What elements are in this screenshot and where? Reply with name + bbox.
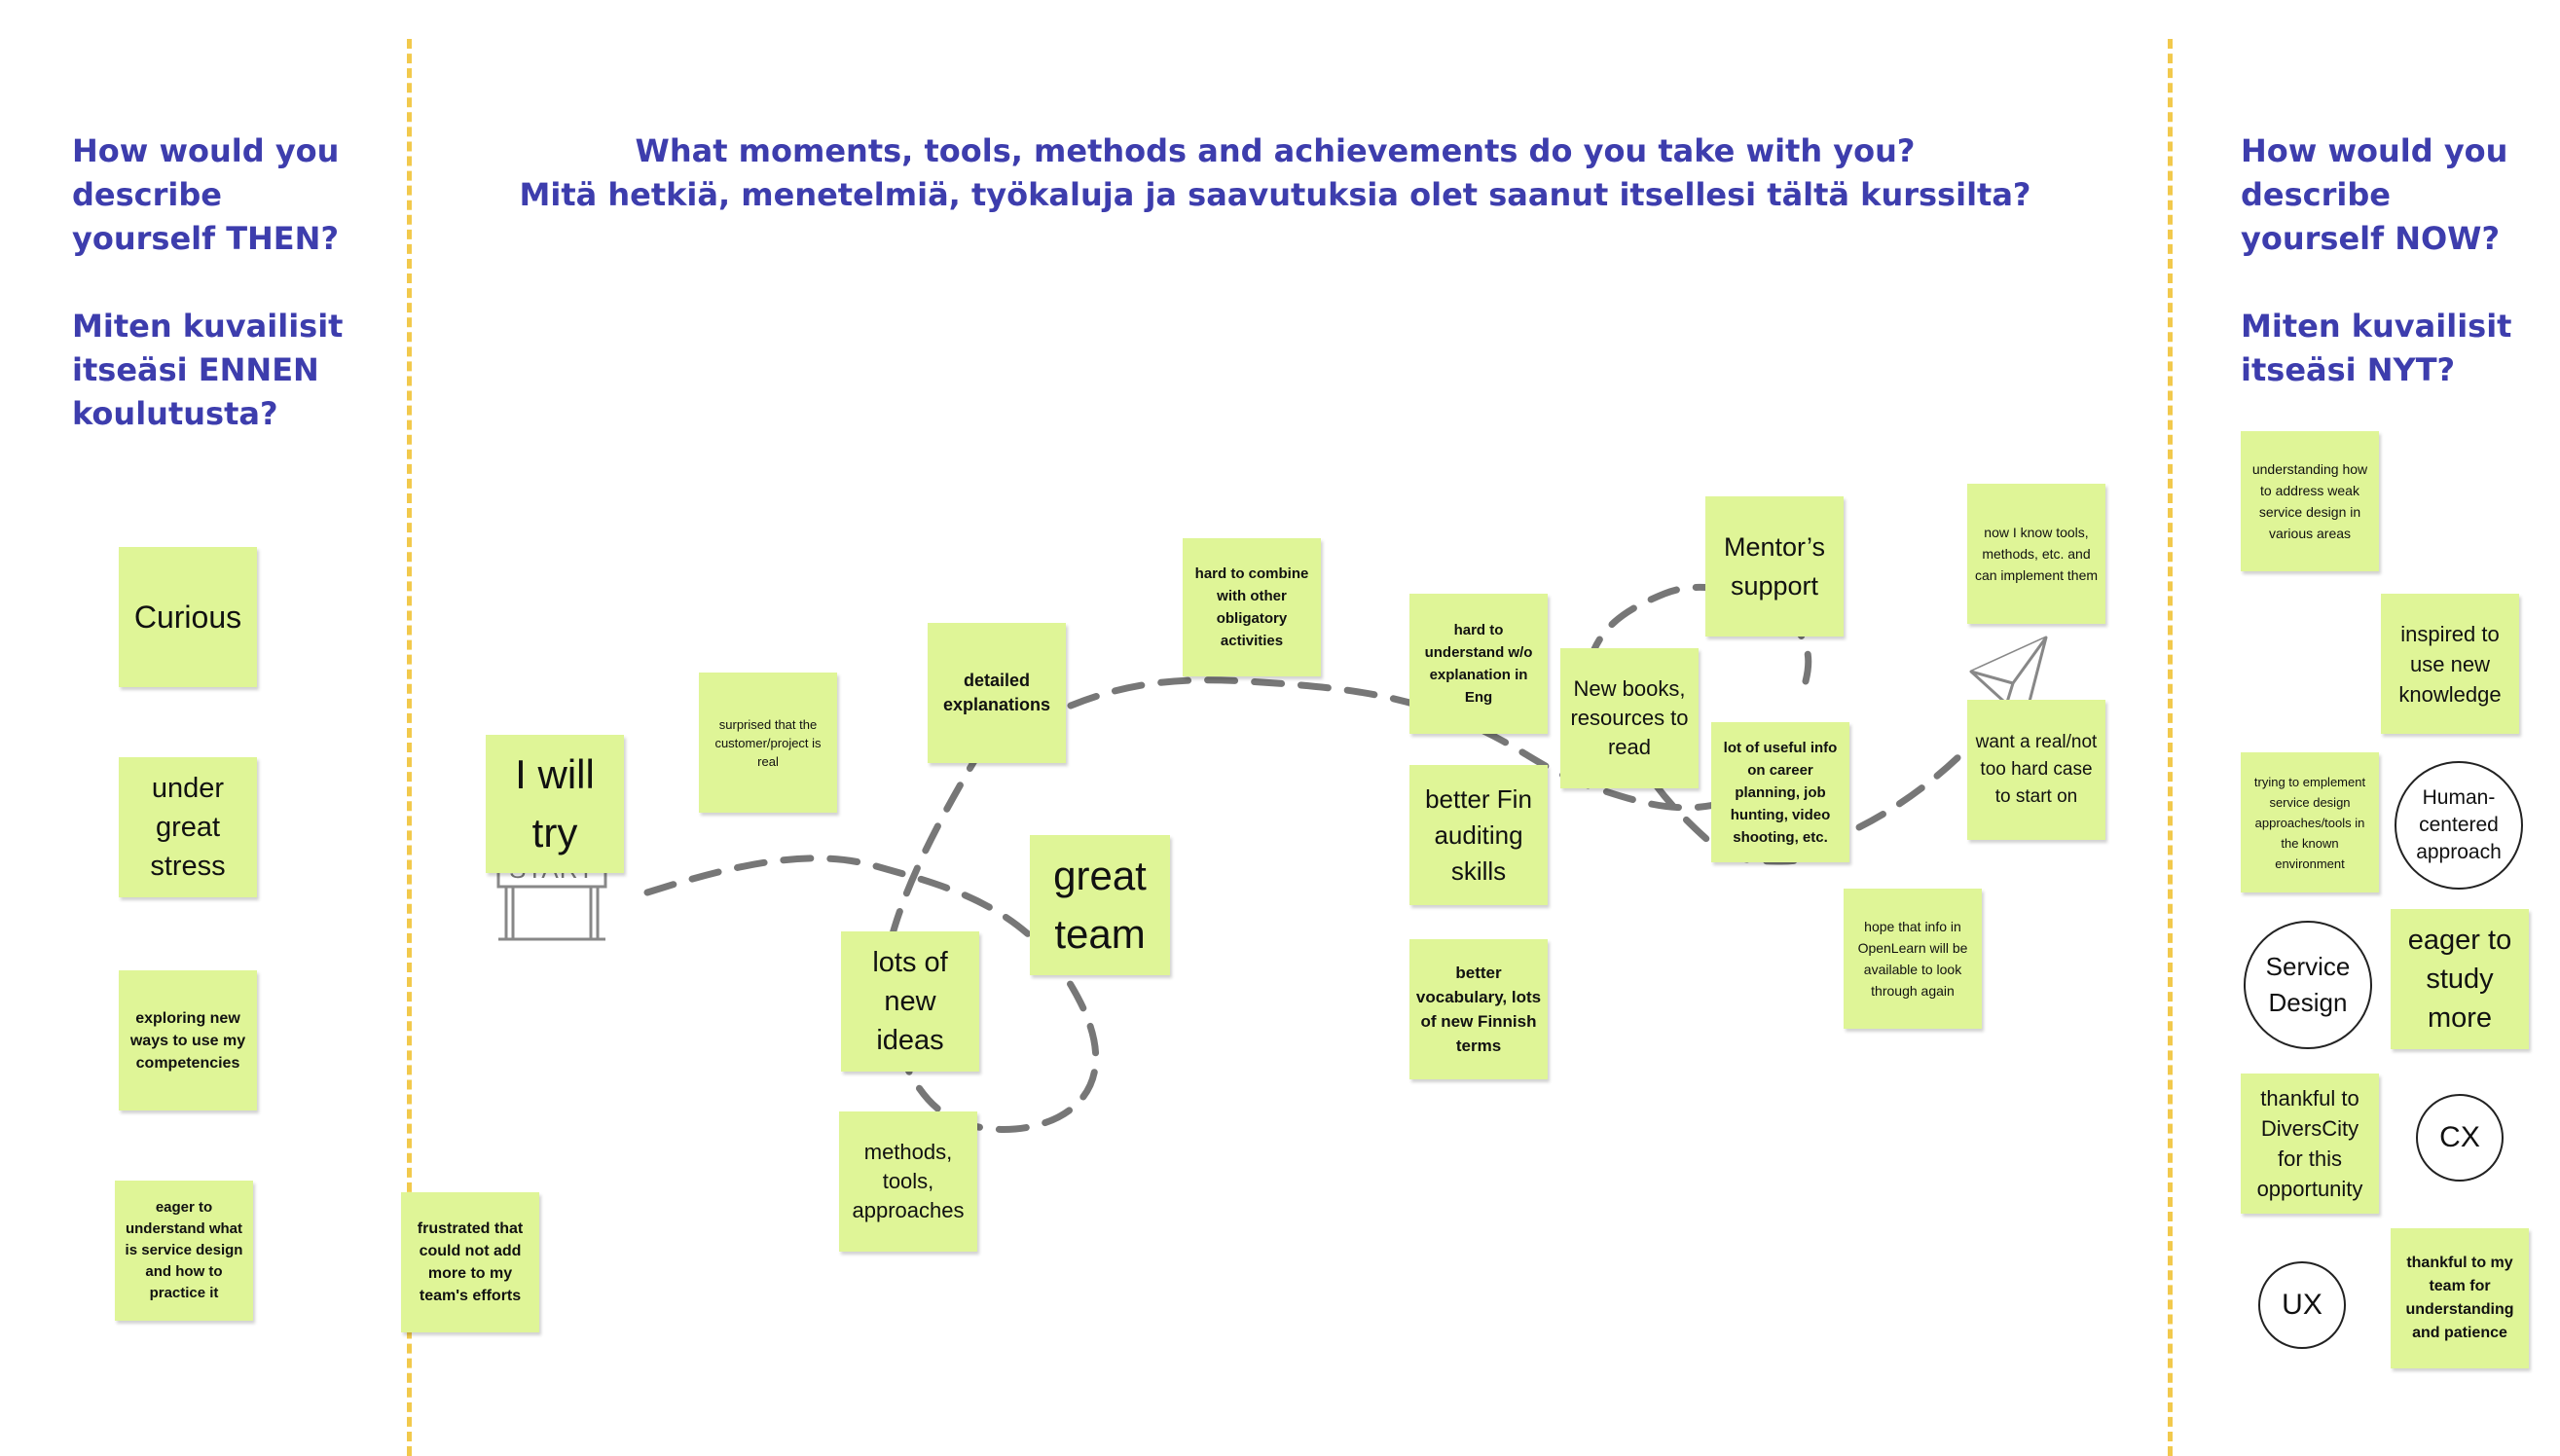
- note-surprised[interactable]: surprised that the customer/project is r…: [699, 673, 837, 813]
- note-now-inspired[interactable]: inspired to use new knowledge: [2381, 594, 2519, 734]
- circle-human-centered[interactable]: Human-centered approach: [2395, 761, 2523, 890]
- note-career-planning[interactable]: lot of useful info on career planning, j…: [1711, 722, 1849, 862]
- note-mentor-support[interactable]: Mentor’s support: [1705, 496, 1844, 637]
- note-now-trying[interactable]: trying to emplement service design appro…: [2241, 752, 2379, 892]
- note-then-curious[interactable]: Curious: [119, 547, 257, 687]
- note-frustrated[interactable]: frustrated that could not add more to my…: [401, 1192, 539, 1332]
- note-better-vocabulary[interactable]: better vocabulary, lots of new Finnish t…: [1409, 939, 1548, 1079]
- start-gate-icon: [496, 869, 607, 941]
- right-divider: [2168, 39, 2173, 1456]
- left-divider: [407, 39, 412, 1456]
- note-real-case[interactable]: want a real/not too hard case to start o…: [1967, 700, 2105, 840]
- note-detailed-explanations[interactable]: detailed explanations: [928, 623, 1066, 763]
- note-now-i-know[interactable]: now I know tools, methods, etc. and can …: [1967, 484, 2105, 624]
- note-i-will-try[interactable]: I will try: [486, 735, 624, 873]
- note-new-books[interactable]: New books, resources to read: [1560, 648, 1699, 788]
- journey-heading: What moments, tools, methods and achieve…: [519, 132, 2031, 213]
- note-now-thankful-team[interactable]: thankful to my team for understanding an…: [2391, 1228, 2529, 1368]
- note-fin-auditing[interactable]: better Fin auditing skills: [1409, 765, 1548, 905]
- circle-service-design[interactable]: Service Design: [2244, 921, 2372, 1049]
- circle-ux[interactable]: UX: [2258, 1261, 2346, 1349]
- note-new-ideas[interactable]: lots of new ideas: [841, 931, 979, 1072]
- circle-cx[interactable]: CX: [2416, 1094, 2504, 1182]
- note-hard-to-understand[interactable]: hard to understand w/o explanation in En…: [1409, 594, 1548, 734]
- note-openlearn[interactable]: hope that info in OpenLearn will be avai…: [1844, 889, 1982, 1029]
- note-now-eager-study[interactable]: eager to study more: [2391, 909, 2529, 1049]
- note-great-team[interactable]: great team: [1030, 835, 1170, 975]
- note-then-eager[interactable]: eager to understand what is service desi…: [115, 1181, 253, 1321]
- note-now-understanding[interactable]: understanding how to address weak servic…: [2241, 431, 2379, 571]
- note-then-stress[interactable]: under great stress: [119, 757, 257, 897]
- note-hard-to-combine[interactable]: hard to combine with other obligatory ac…: [1183, 538, 1321, 676]
- note-then-exploring[interactable]: exploring new ways to use my competencie…: [119, 970, 257, 1110]
- note-methods-tools[interactable]: methods, tools, approaches: [839, 1111, 977, 1252]
- note-now-thankful-diverscity[interactable]: thankful to DiversCity for this opportun…: [2241, 1074, 2379, 1214]
